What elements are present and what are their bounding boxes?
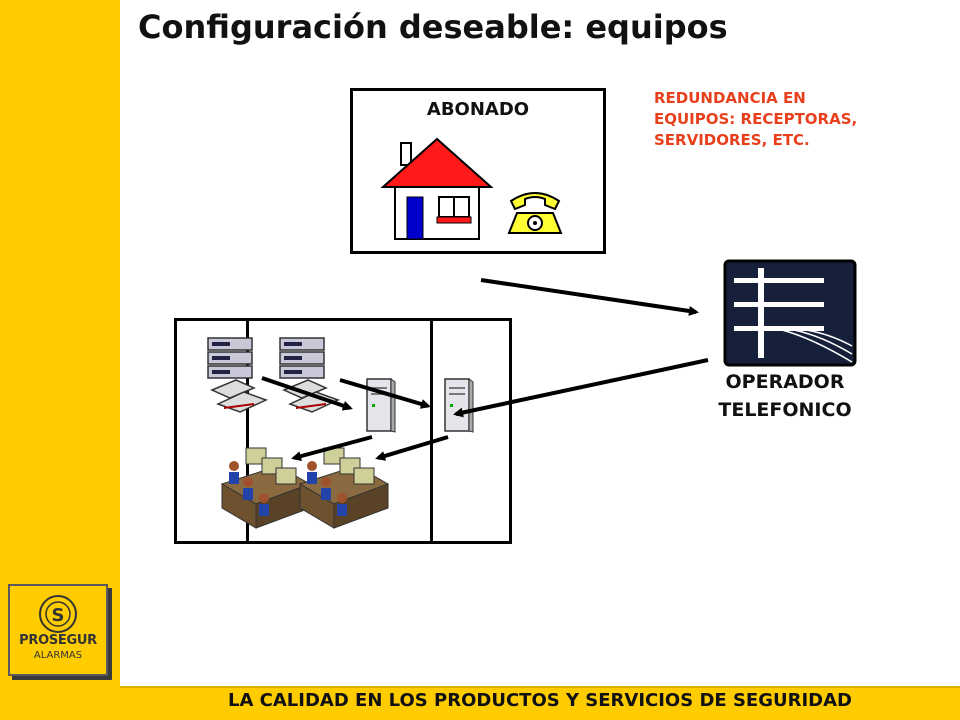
prosegur-logo: S PROSEGUR ALARMAS: [8, 584, 108, 676]
redundancy-line: SERVIDORES, ETC.: [654, 131, 810, 149]
central-station-box: [174, 318, 512, 544]
operator-workstations-icon: [298, 447, 390, 529]
telephone-pole-icon: [723, 259, 857, 367]
central-divider: [430, 318, 433, 544]
arrow-operador-to-server: [453, 358, 709, 418]
footer-slogan: LA CALIDAD EN LOS PRODUCTOS Y SERVICIOS …: [228, 690, 852, 711]
server-tower-icon: [366, 378, 396, 433]
house-icon: [380, 137, 494, 240]
receiver-stack-icon: [279, 337, 340, 413]
operador-line: TELEFONICO: [718, 399, 852, 421]
slide-title: Configuración deseable: equipos: [138, 8, 728, 46]
operador-label: OPERADOR TELEFONICO: [680, 368, 890, 424]
redundancy-line: REDUNDANCIA EN: [654, 89, 806, 107]
abonado-box: ABONADO: [350, 88, 606, 254]
redundancy-line: EQUIPOS: RECEPTORAS,: [654, 110, 858, 128]
telephone-icon: [507, 192, 563, 234]
server-tower-icon: [444, 378, 474, 433]
redundancy-note: REDUNDANCIA EN EQUIPOS: RECEPTORAS, SERV…: [654, 88, 914, 151]
logo-subtitle: ALARMAS: [33, 650, 83, 661]
arrow-server-to-operators: [291, 435, 373, 462]
abonado-label: ABONADO: [426, 99, 530, 120]
logo-brand: PROSEGUR: [19, 633, 97, 648]
footer-divider: [120, 686, 960, 688]
footer-bar: [120, 686, 960, 720]
arrow-server-to-operators: [375, 435, 449, 461]
operator-workstations-icon: [220, 447, 312, 529]
arrow-abonado-to-operador: [480, 278, 699, 316]
svg-text:S: S: [52, 605, 65, 626]
globe-icon: S: [39, 595, 77, 633]
receiver-stack-icon: [207, 337, 268, 413]
operador-line: OPERADOR: [725, 371, 845, 393]
arrow-receiver-to-receiver: [261, 376, 353, 411]
arrow-receiver-to-server: [339, 378, 431, 409]
central-divider: [246, 318, 249, 544]
